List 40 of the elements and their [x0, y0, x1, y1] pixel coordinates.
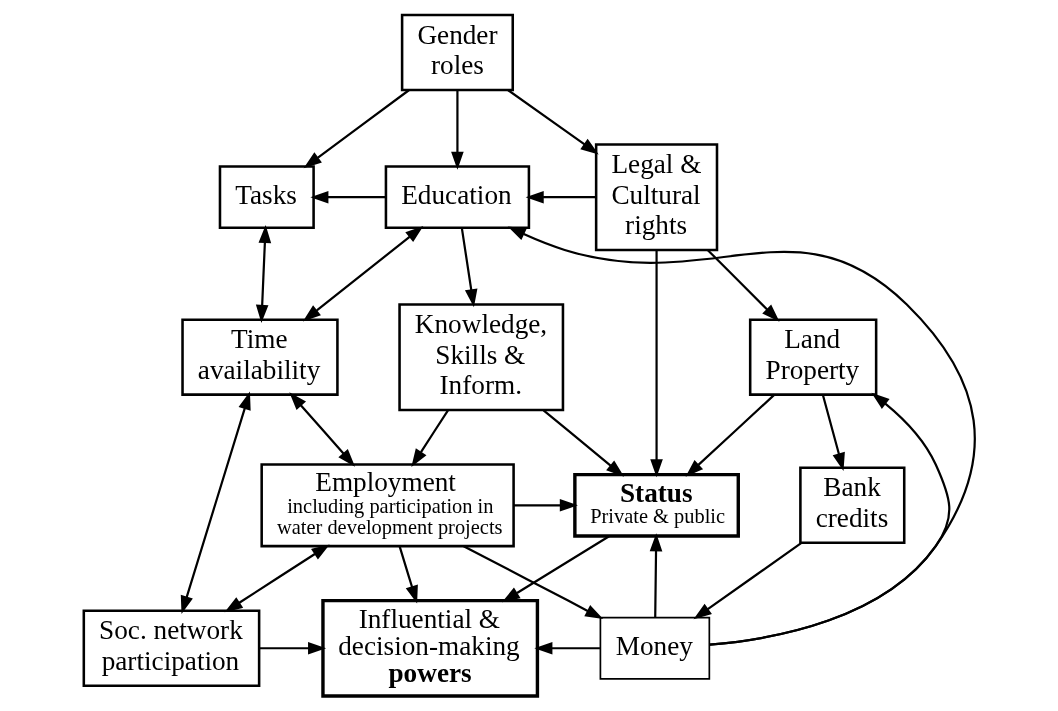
arrow — [288, 392, 355, 467]
node-box: Land Property — [748, 318, 877, 396]
arrow — [255, 225, 271, 323]
arrow — [309, 190, 386, 204]
arrow — [507, 89, 599, 155]
node-box: Gender roles — [400, 13, 514, 92]
arrow — [649, 250, 663, 478]
node-box: Legal & Cultural rights — [594, 143, 718, 252]
node-box: Tasks — [218, 165, 315, 230]
arrow — [303, 89, 409, 169]
arrow — [507, 226, 976, 646]
node-box: Employment including participation in water development projects — [259, 463, 515, 548]
arrow — [180, 391, 251, 614]
arrow — [224, 544, 330, 613]
arrow — [258, 641, 326, 655]
arrow — [398, 546, 418, 604]
arrow — [460, 228, 477, 308]
arrow — [685, 393, 775, 477]
node-box: Bank credits — [798, 466, 905, 544]
arrow — [542, 409, 624, 477]
node-box: Soc. network participation — [82, 609, 260, 687]
arrow — [649, 533, 662, 618]
arrow — [513, 498, 578, 512]
arrow — [302, 225, 423, 322]
arrow — [821, 394, 845, 471]
node-box: Knowledge, Skills & Inform. — [397, 303, 564, 412]
arrow — [525, 190, 596, 204]
node-box: Time availability — [180, 318, 339, 396]
arrow — [410, 409, 449, 467]
node-box: Money — [599, 616, 710, 680]
arrow — [462, 545, 603, 620]
node-box: Influential & decision-making powers — [320, 598, 539, 698]
arrow — [693, 542, 802, 620]
node-box: Education — [384, 165, 530, 230]
arrow — [533, 641, 600, 655]
arrow — [450, 90, 464, 170]
arrow — [706, 249, 779, 322]
arrow — [501, 535, 610, 603]
node-box: Status Private & public — [572, 472, 740, 538]
arrow — [709, 392, 950, 646]
